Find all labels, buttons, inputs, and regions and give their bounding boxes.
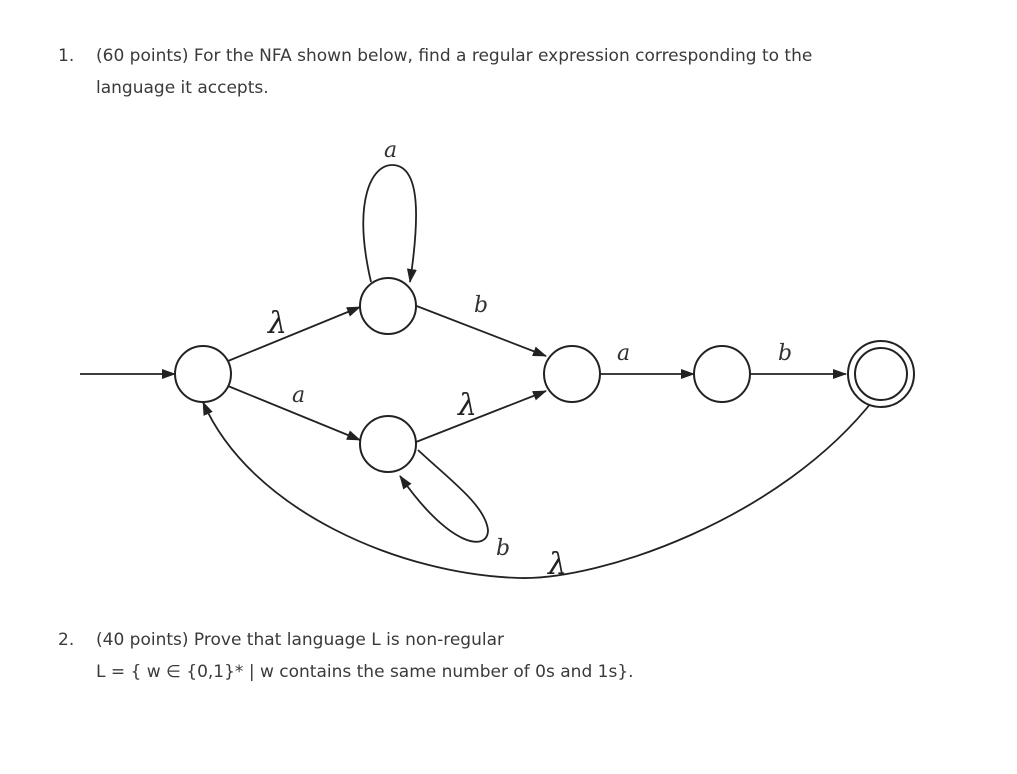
edge-top-to-middle [413, 304, 547, 357]
state-final-inner [854, 347, 908, 401]
state-bottom [359, 415, 417, 473]
question-1-number: 1. [58, 46, 75, 66]
label-start-to-top: λ [267, 306, 287, 341]
question-2-number: 2. [58, 630, 75, 650]
loop-bottom [399, 449, 489, 543]
label-top-to-middle: b [474, 293, 488, 318]
label-start-to-bottom: a [292, 383, 305, 408]
state-middle [543, 345, 601, 403]
state-start [174, 345, 232, 403]
label-bottom-to-middle: λ [457, 388, 477, 423]
question-2-line-1: (40 points) Prove that language L is non… [96, 630, 504, 650]
question-1-line-2: language it accepts. [96, 78, 269, 98]
question-2-text: (40 points) Prove that language L is non… [96, 624, 956, 688]
edge-bottom-to-middle [415, 390, 547, 443]
label-final-to-start: λ [547, 547, 567, 582]
label-next-to-final: b [778, 341, 792, 366]
edge-start-to-bottom [227, 385, 361, 441]
question-1-line-1: (60 points) For the NFA shown below, fin… [96, 46, 813, 66]
state-top [359, 277, 417, 335]
question-1-text: (60 points) For the NFA shown below, fin… [96, 40, 956, 104]
edge-start-to-top [227, 306, 361, 362]
state-next [693, 345, 751, 403]
question-2-line-2: L = { w ∈ {0,1}* | w contains the same n… [96, 662, 634, 682]
loop-top [362, 164, 417, 283]
label-middle-to-next: a [617, 341, 630, 366]
label-loop-bottom: b [496, 536, 510, 561]
label-loop-top: a [384, 138, 397, 163]
edge-final-to-start [202, 397, 876, 579]
